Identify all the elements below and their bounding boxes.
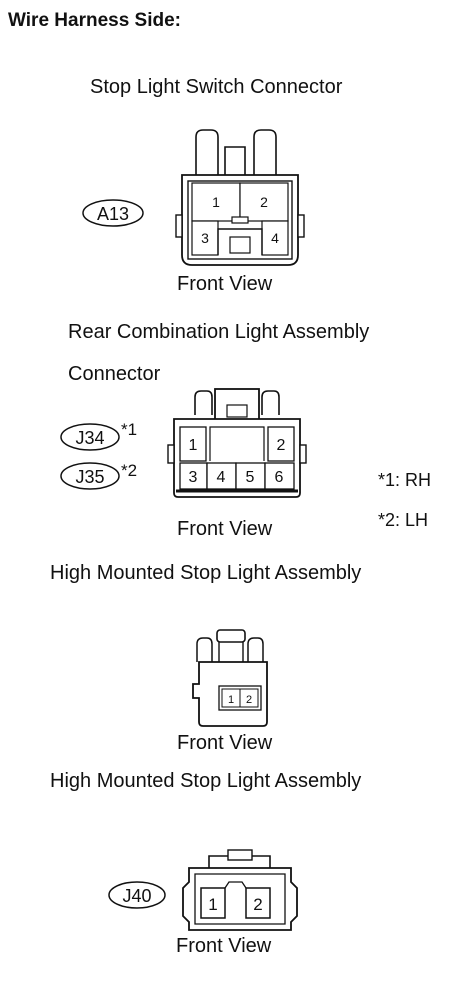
pin-label-2: 2 [246, 694, 252, 706]
center-rib [224, 881, 247, 889]
connector-code-oval-j35 [60, 462, 120, 490]
code-note-1: *1 [121, 420, 137, 439]
stop-light-switch-connector-diagram: A13 1 2 3 4 [82, 129, 305, 266]
latch-right [261, 390, 280, 415]
pin-cell-1 [191, 182, 241, 222]
pin-label-5: 5 [246, 469, 255, 486]
lock-mark [227, 849, 253, 861]
rear-combination-title-line1: Rear Combination Light Assembly [68, 321, 370, 343]
center-recess [209, 426, 265, 461]
pin-label-1: 1 [208, 895, 217, 914]
latch-right [247, 637, 264, 662]
latch-left [194, 390, 213, 415]
pin-label-2: 2 [260, 194, 268, 210]
side-tab-right [299, 444, 307, 464]
pin-label-2: 2 [253, 895, 262, 914]
note-lh: *2: LH [378, 510, 429, 530]
front-view-label-4: Front View [176, 935, 272, 957]
note-rh: *1: RH [378, 470, 432, 490]
high-mounted-connector-diagram-1: 1 2 [192, 629, 268, 727]
pin-cell-1 [179, 426, 207, 462]
key-slot-inner [229, 236, 251, 254]
lock-mark [231, 216, 249, 224]
connector-inner-frame [194, 873, 286, 925]
pin-cell-2 [239, 688, 259, 708]
pin-label-4: 4 [217, 469, 226, 486]
side-tab-left [167, 444, 175, 464]
side-tab-right [297, 214, 305, 238]
rear-combination-title-line2: Connector [68, 363, 161, 385]
side-tab-left [175, 214, 183, 238]
lock-arms [218, 642, 244, 662]
pin-label-3: 3 [189, 469, 198, 486]
pin-label-1: 1 [189, 437, 198, 454]
connector-code-j35: J35 [75, 467, 104, 487]
pin-label-3: 3 [201, 230, 209, 246]
lock-mark [226, 404, 248, 418]
high-mounted-title-2: High Mounted Stop Light Assembly [50, 770, 362, 792]
connector-code-oval-j34 [60, 423, 120, 451]
high-mounted-connector-diagram-2: J40 1 2 [108, 849, 298, 931]
pin-cell-4 [206, 462, 237, 490]
connector-code-oval-j40 [108, 881, 166, 909]
front-view-label-1: Front View [177, 273, 273, 295]
latch-right [253, 129, 277, 177]
connector-code-oval [82, 199, 144, 227]
pin-cell-6 [264, 462, 295, 490]
stop-light-switch-title: Stop Light Switch Connector [90, 76, 343, 98]
page-header: Wire Harness Side: [8, 10, 182, 31]
pin-label-1: 1 [212, 194, 220, 210]
lock-housing [216, 629, 246, 643]
latch-center [224, 146, 246, 177]
pin-label-4: 4 [271, 230, 279, 246]
pin-label-2: 2 [277, 437, 286, 454]
connector-code-j34: J34 [75, 428, 104, 448]
pin-cell-1 [200, 887, 226, 919]
latch-left [195, 129, 219, 177]
front-view-label-3: Front View [177, 732, 273, 754]
connector-housing [182, 867, 298, 931]
latch-left [196, 637, 213, 662]
rear-combination-connector-diagram: J34 *1 J35 *2 1 2 3 4 5 6 [60, 388, 307, 498]
code-note-2: *2 [121, 461, 137, 480]
connector-code-j40: J40 [122, 886, 151, 906]
front-view-label-2: Front View [177, 518, 273, 540]
key-slot [217, 228, 263, 255]
high-mounted-title-1: High Mounted Stop Light Assembly [50, 562, 362, 584]
connector-code-a13: A13 [97, 204, 129, 224]
pin-label-1: 1 [228, 694, 234, 706]
pin-cell-2 [267, 426, 295, 462]
pin-label-6: 6 [275, 469, 284, 486]
pin-cell-2 [245, 887, 271, 919]
connector-inner-frame [187, 180, 293, 260]
